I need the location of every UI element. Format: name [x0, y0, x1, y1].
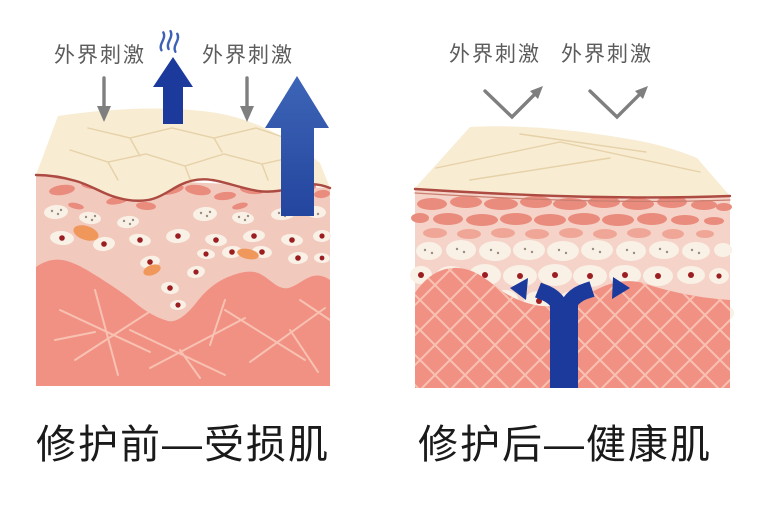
stimulus-arrow-down-icon — [240, 76, 254, 122]
stimulus-arrow-down-icon — [97, 76, 111, 122]
after-epidermis-texture-lines — [435, 133, 701, 181]
before-skin-illustration — [34, 29, 332, 386]
after-epidermis-boundary — [413, 187, 732, 199]
after-stimulus-label-1: 外界刺激 — [449, 43, 541, 66]
before-inflammation-blobs — [73, 225, 259, 276]
steam-moisture-loss-icon — [159, 29, 180, 53]
before-epidermis-layer — [36, 108, 330, 201]
barrier-breach-arrow-up-icon — [265, 76, 329, 216]
after-epidermis-layer — [415, 126, 730, 199]
repair-nourish-split-arrow-icon — [510, 277, 630, 388]
after-stimulus-label-2: 外界刺激 — [561, 43, 653, 66]
before-stimulus-label-2: 外界刺激 — [202, 44, 294, 67]
before-stimulus-label-1: 外界刺激 — [54, 44, 146, 67]
after-skin-illustration — [410, 86, 734, 388]
moisture-escape-arrow-up-icon — [153, 57, 193, 124]
before-upper-cells — [44, 204, 326, 229]
after-caption: 修护后—健康肌 — [418, 423, 712, 467]
stimulus-bounce-arrow-icon — [483, 86, 543, 120]
stimulus-bounce-arrow-icon — [588, 86, 648, 120]
before-nucleated-cells — [50, 228, 331, 311]
before-epidermis-cracks — [69, 127, 299, 185]
before-collagen-fibers — [54, 289, 330, 379]
before-deep-dermis-layer — [36, 259, 330, 386]
after-epidermis-boundary-inner — [414, 192, 731, 203]
after-surface-cell-row-light — [423, 228, 714, 239]
before-caption: 修护前—受损肌 — [36, 423, 330, 467]
